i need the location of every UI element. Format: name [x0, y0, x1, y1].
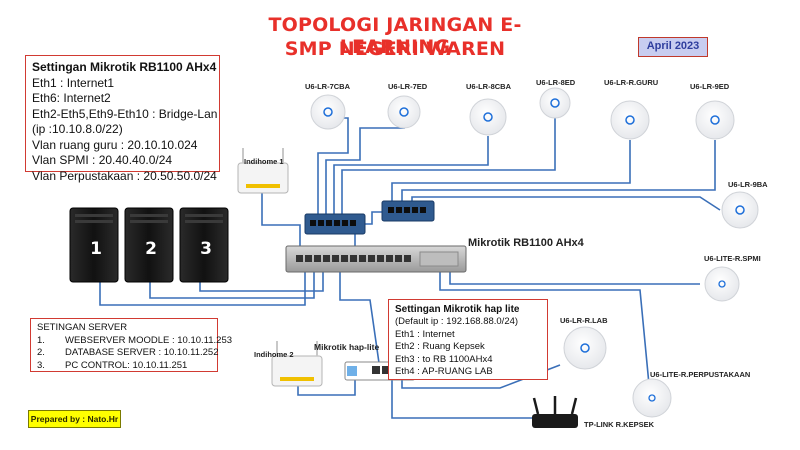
hap-settings-line: (Default ip : 192.168.88.0/24)	[395, 316, 519, 327]
hap-settings-box: Settingan Mikrotik hap lite (Default ip …	[388, 299, 548, 380]
server-settings-heading: SETINGAN SERVER	[37, 322, 128, 333]
ap-label-9ed: U6-LR-9ED	[690, 82, 730, 91]
server-tower-2	[124, 207, 174, 283]
tplink-router	[532, 396, 578, 428]
switch-1	[304, 213, 366, 235]
ap-perpus	[632, 378, 672, 418]
cable-ap-9ed	[401, 140, 716, 203]
access-points	[310, 87, 759, 418]
rb1100-label: Mikrotik RB1100 AHx4	[468, 237, 584, 249]
hap-settings-line: Eth2 : Ruang Kepsek	[395, 341, 485, 352]
switch-2	[381, 200, 435, 222]
cable-indihome1-rb	[261, 192, 301, 250]
ap-label-7ed: U6-LR-7ED	[388, 82, 428, 91]
cable-ap-perpus	[439, 272, 651, 396]
ap-8cba	[469, 98, 507, 136]
cable-server-2	[149, 272, 315, 299]
server-tower-1	[69, 207, 119, 283]
hap-settings-line: Eth1 : Internet	[395, 328, 455, 340]
cable-ap-rguru	[391, 140, 631, 203]
cable-server-1	[99, 265, 306, 306]
ap-spmi	[704, 266, 740, 302]
server-settings-item: 1.WEBSERVER MOODLE : 10.10.11.253	[37, 334, 233, 346]
ap-7cba	[310, 94, 346, 130]
ap-label-spmi: U6-LITE-R.SPMI	[704, 254, 761, 263]
cable-ap-8cba	[333, 136, 489, 218]
cables	[99, 117, 721, 419]
rb1100-settings-line: Vlan Perpustakaan : 20.50.50.0/24	[32, 168, 217, 183]
rb1100-settings-line: Eth1 : Internet1	[32, 75, 115, 90]
hap-settings-heading: Settingan Mikrotik hap lite	[395, 304, 520, 315]
indihome1-label: Indihome 1	[244, 157, 284, 166]
cable-server-3	[199, 272, 324, 292]
server-number-3: 3	[200, 239, 212, 259]
hap-settings-line: Eth4 : AP-RUANG LAB	[395, 366, 493, 377]
title-line-2: SMP NEGERI WAREN	[284, 38, 506, 60]
ap-7ed	[387, 95, 421, 129]
cable-ap-8ed	[341, 118, 556, 218]
server-settings-box: SETINGAN SERVER 1.WEBSERVER MOODLE : 10.…	[30, 318, 233, 373]
ap-label-perpus: U6-LITE-R.PERPUSTAKAAN	[650, 370, 751, 379]
ap-label-rguru: U6-LR-R.GURU	[604, 78, 659, 87]
rb1100-settings-heading: Settingan Mikrotik RB1100 AHx4	[32, 60, 217, 74]
rb1100-settings-box: Settingan Mikrotik RB1100 AHx4 Eth1 : In…	[25, 55, 220, 183]
rb1100-router	[285, 245, 467, 273]
hap-settings-line: Eth3 : to RB 1100AHx4	[395, 353, 493, 365]
ap-label-7cba: U6-LR-7CBA	[305, 82, 350, 91]
ap-9ed	[695, 100, 735, 140]
ap-lab	[563, 326, 607, 370]
tplink-label: TP-LINK R.KEPSEK	[584, 420, 655, 429]
rb1100-settings-line: (ip :10.10.8.0/22)	[32, 122, 123, 136]
ap-label-8ed: U6-LR-8ED	[536, 78, 576, 87]
indihome1-router	[237, 148, 289, 194]
ap-label-9ba: U6-LR-9BA	[728, 180, 768, 189]
cable-ap-spmi	[449, 272, 700, 285]
rb1100-settings-line: Vlan ruang guru : 20.10.10.024	[32, 137, 198, 152]
server-towers	[69, 207, 229, 283]
ap-9ba	[721, 191, 759, 229]
rb1100-settings-line: Vlan SPMI : 20.40.40.0/24	[32, 153, 173, 167]
server-settings-item: 2.DATABASE SERVER : 10.10.11.252	[37, 347, 219, 358]
indihome2-router	[271, 341, 323, 387]
rb1100-settings-line: Eth6: Internet2	[32, 91, 111, 105]
prepared-by-badge: Prepared by : Nato.Hr	[28, 410, 121, 428]
indihome2-label: Indihome 2	[254, 350, 294, 359]
cable-rb-hap	[339, 272, 381, 371]
cable-ap-7cba	[317, 117, 349, 218]
server-settings-item: 3.PC CONTROL: 10.10.11.251	[37, 359, 188, 371]
server-tower-3	[179, 207, 229, 283]
server-number-1: 1	[90, 239, 102, 259]
date-badge: April 2023	[638, 37, 708, 57]
ap-label-lab: U6-LR-R.LAB	[560, 316, 608, 325]
cable-ap-9ba	[411, 196, 721, 211]
hap-label: Mikrotik hap-lite	[314, 342, 380, 352]
rb1100-settings-line: Eth2-Eth5,Eth9-Eth10 : Bridge-Lan	[32, 106, 218, 121]
title-line-1: TOPOLOGI JARINGAN E-LEARNING	[268, 14, 522, 58]
ap-8ed	[539, 87, 571, 119]
cable-hap-tplink	[391, 372, 535, 419]
ap-label-8cba: U6-LR-8CBA	[466, 82, 511, 91]
ap-rguru	[610, 100, 650, 140]
server-settings-list: 1.WEBSERVER MOODLE : 10.10.11.253 2.DATA…	[37, 334, 233, 373]
server-number-2: 2	[145, 239, 157, 259]
